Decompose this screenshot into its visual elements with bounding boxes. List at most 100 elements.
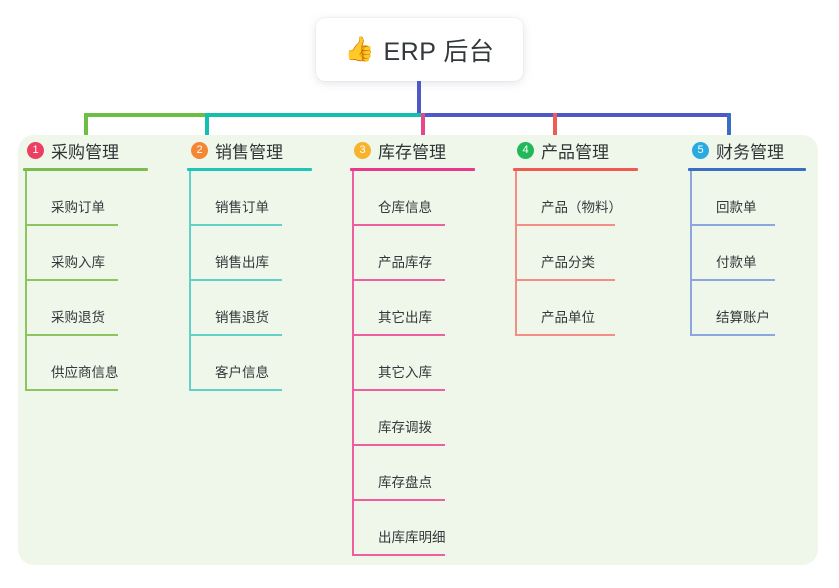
connector-drop-1 (84, 113, 88, 150)
list-item-rule (189, 279, 282, 281)
list-item-label: 产品（物料） (541, 200, 622, 215)
list-item-label: 采购退货 (51, 310, 105, 325)
list-item[interactable]: 产品库存 (350, 226, 510, 281)
column-4: 4 产品管理产品（物料） 产品分类产品单位 (513, 135, 688, 336)
list-item-label: 采购订单 (51, 200, 105, 215)
list-item-rule (690, 224, 775, 226)
list-item-label: 销售退货 (215, 310, 269, 325)
list-item-label: 销售出库 (215, 255, 269, 270)
list-item-rule (352, 444, 445, 446)
list-item[interactable]: 供应商信息 (23, 336, 183, 391)
list-item-rule (690, 279, 775, 281)
connector-drop-4 (553, 113, 557, 150)
list-item-label: 库存调拨 (378, 420, 432, 435)
list-item-label: 采购入库 (51, 255, 105, 270)
list-item-rule (352, 554, 445, 556)
list-item[interactable]: 库存盘点 (350, 446, 510, 501)
list-item-label: 回款单 (716, 200, 757, 215)
list-item[interactable]: 其它出库 (350, 281, 510, 336)
list-item-rule (25, 334, 118, 336)
root-node-card[interactable]: 👍 ERP 后台 (316, 18, 523, 81)
column-items-3: 仓库信息产品库存其它出库其它入库库存调拨库存盘点出库库明细 (350, 171, 510, 556)
list-item-rule (352, 389, 445, 391)
column-title-1: 采购管理 (51, 142, 119, 162)
column-badge-2: 2 (191, 141, 208, 159)
column-title-4: 产品管理 (541, 142, 609, 162)
list-item-rule (352, 224, 445, 226)
connector-segment-1 (84, 113, 209, 117)
column-rule-3 (350, 168, 475, 171)
list-item[interactable]: 出库库明细 (350, 501, 510, 556)
connector-drop-3 (421, 113, 425, 150)
list-item[interactable]: 库存调拨 (350, 391, 510, 446)
list-item[interactable]: 付款单 (688, 226, 818, 281)
column-rule-5 (688, 168, 806, 171)
list-item-label: 仓库信息 (378, 200, 432, 215)
list-item-label: 销售订单 (215, 200, 269, 215)
column-items-1: 采购订单采购入库采购退货供应商信息 (23, 171, 183, 391)
column-header-4[interactable]: 4 产品管理 (513, 135, 688, 165)
column-badge-5: 5 (692, 141, 709, 159)
list-item[interactable]: 销售出库 (187, 226, 347, 281)
list-item[interactable]: 采购入库 (23, 226, 183, 281)
column-badge-4: 4 (517, 141, 534, 159)
list-item[interactable]: 采购订单 (23, 171, 183, 226)
list-item-rule (690, 334, 775, 336)
list-item-label: 出库库明细 (378, 530, 446, 545)
list-item-rule (515, 334, 615, 336)
connector-segment-3 (421, 113, 731, 117)
list-item[interactable]: 采购退货 (23, 281, 183, 336)
list-item[interactable]: 产品分类 (513, 226, 688, 281)
connector-drop-2 (205, 113, 209, 150)
column-rule-2 (187, 168, 312, 171)
root-stem (417, 81, 421, 117)
list-item-rule (25, 279, 118, 281)
root-node-title: ERP 后台 (383, 37, 495, 66)
column-spine-5 (690, 171, 692, 336)
list-item-rule (189, 224, 282, 226)
list-item-label: 付款单 (716, 255, 757, 270)
list-item[interactable]: 回款单 (688, 171, 818, 226)
list-item-label: 库存盘点 (378, 475, 432, 490)
list-item-label: 客户信息 (215, 365, 269, 380)
list-item-label: 供应商信息 (51, 365, 119, 380)
list-item[interactable]: 客户信息 (187, 336, 347, 391)
column-header-1[interactable]: 1 采购管理 (23, 135, 183, 165)
column-1: 1 采购管理采购订单采购入库采购退货供应商信息 (23, 135, 183, 391)
list-item[interactable]: 销售退货 (187, 281, 347, 336)
thumbs-up-icon: 👍 (344, 35, 375, 63)
column-title-3: 库存管理 (378, 142, 446, 162)
list-item[interactable]: 仓库信息 (350, 171, 510, 226)
list-item-rule (352, 334, 445, 336)
list-item-label: 产品库存 (378, 255, 432, 270)
connector-drop-5 (727, 113, 731, 150)
column-spine-3 (352, 171, 354, 556)
column-rule-1 (23, 168, 148, 171)
diagram-panel: 1 采购管理采购订单采购入库采购退货供应商信息 2 销售管理销售订单销售出库销售退货客… (18, 135, 818, 565)
column-title-2: 销售管理 (215, 142, 283, 162)
column-items-4: 产品（物料） 产品分类产品单位 (513, 171, 688, 336)
list-item[interactable]: 其它入库 (350, 336, 510, 391)
column-spine-2 (189, 171, 191, 391)
list-item[interactable]: 结算账户 (688, 281, 818, 336)
connector-segment-2 (205, 113, 425, 117)
list-item[interactable]: 产品（物料） (513, 171, 688, 226)
column-2: 2 销售管理销售订单销售出库销售退货客户信息 (187, 135, 347, 391)
column-items-5: 回款单付款单结算账户 (688, 171, 818, 336)
list-item-rule (352, 279, 445, 281)
list-item[interactable]: 产品单位 (513, 281, 688, 336)
list-item-label: 产品分类 (541, 255, 595, 270)
column-badge-1: 1 (27, 141, 44, 159)
column-header-2[interactable]: 2 销售管理 (187, 135, 347, 165)
column-spine-1 (25, 171, 27, 391)
list-item[interactable]: 销售订单 (187, 171, 347, 226)
column-items-2: 销售订单销售出库销售退货客户信息 (187, 171, 347, 391)
column-rule-4 (513, 168, 638, 171)
column-spine-4 (515, 171, 517, 336)
list-item-rule (352, 499, 445, 501)
list-item-label: 结算账户 (716, 310, 770, 325)
